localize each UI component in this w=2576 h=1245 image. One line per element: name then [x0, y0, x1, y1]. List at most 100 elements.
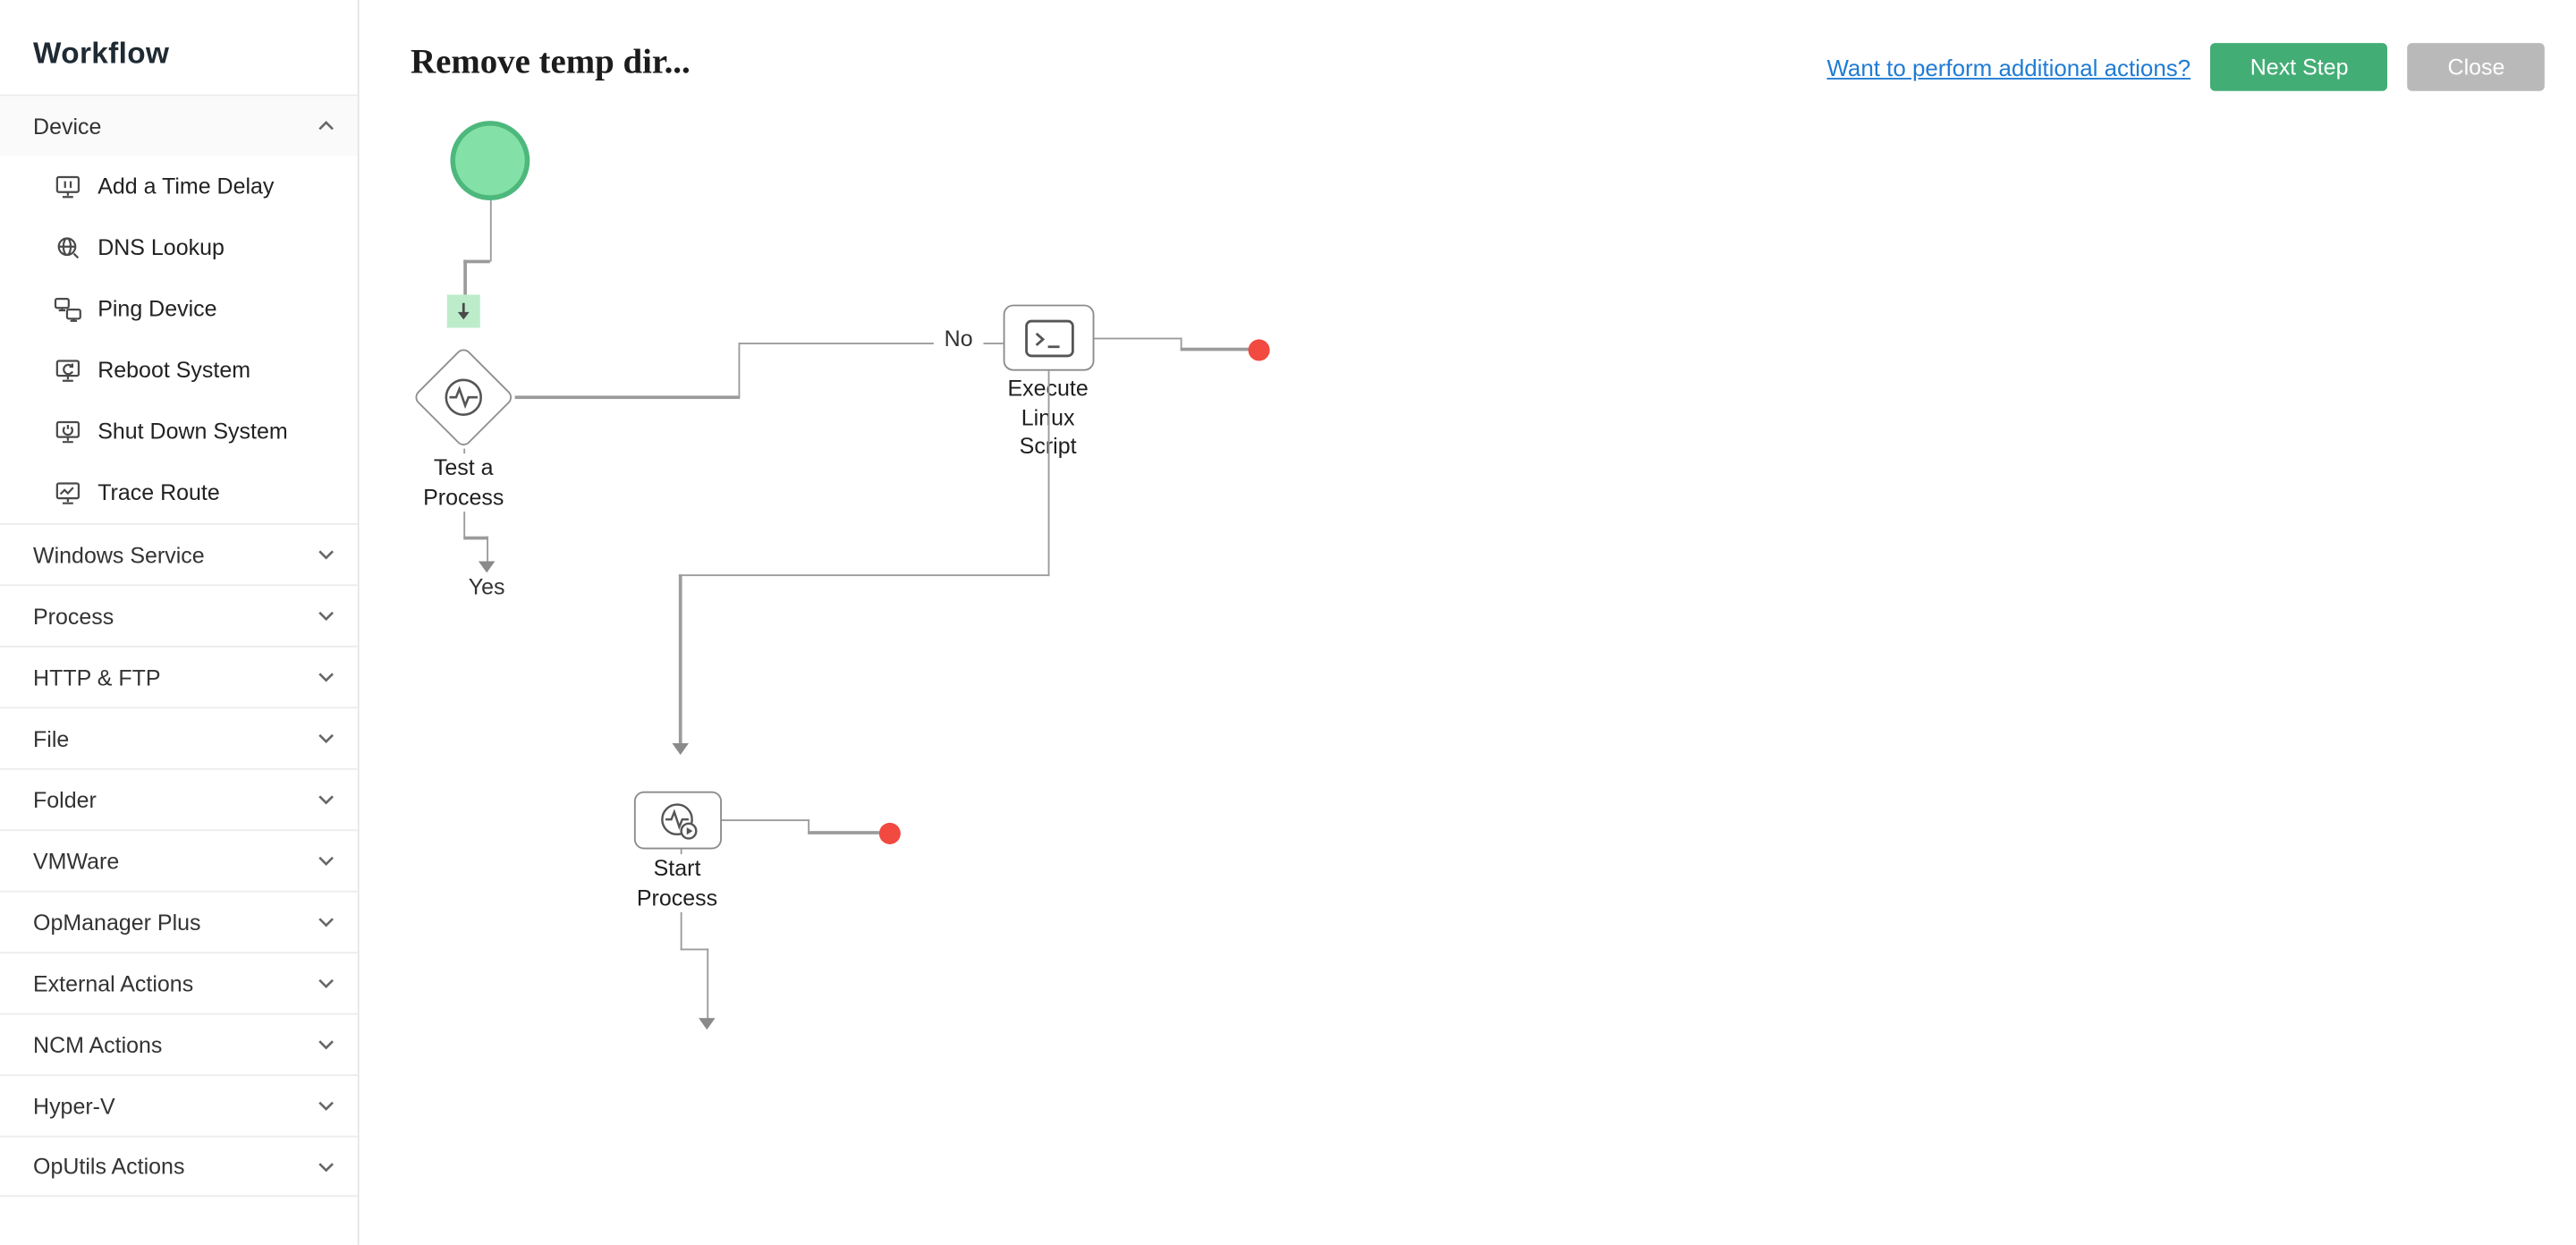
item-label: Ping Device — [97, 296, 217, 322]
connector — [678, 573, 1050, 577]
dns-lookup-icon — [53, 233, 82, 262]
item-label: DNS Lookup — [97, 234, 225, 260]
sidebar-item-ping-device[interactable]: Ping Device — [0, 278, 358, 339]
sidebar-section-hyper-v[interactable]: Hyper-V — [0, 1074, 358, 1136]
connector — [678, 573, 682, 744]
arrowhead-down-icon — [478, 561, 496, 573]
connector — [679, 947, 708, 951]
arrowhead-down-icon — [699, 1018, 716, 1030]
item-label: Trace Route — [97, 479, 220, 505]
section-label: OpManager Plus — [33, 910, 201, 935]
next-step-button[interactable]: Next Step — [2210, 43, 2388, 91]
section-label: File — [33, 725, 70, 751]
connector — [721, 818, 810, 822]
sidebar-section-opmanager-plus[interactable]: OpManager Plus — [0, 890, 358, 953]
reboot-system-icon — [53, 355, 82, 385]
item-label: Add a Time Delay — [97, 174, 275, 199]
shutdown-system-icon — [53, 417, 82, 446]
process-monitor-icon — [442, 376, 485, 419]
node-execute-linux-script[interactable] — [1003, 304, 1095, 371]
workflow-name: Remove temp dir... — [411, 41, 691, 81]
branch-label-no: No — [933, 326, 984, 351]
drop-target-indicator — [446, 294, 480, 328]
chevron-down-icon — [318, 733, 335, 744]
connector — [514, 395, 739, 399]
sidebar-item-trace-route[interactable]: Trace Route — [0, 462, 358, 522]
sidebar: Workflow Device Add a Time Delay DNS Loo… — [0, 0, 360, 1245]
chevron-down-icon — [318, 978, 335, 988]
chevron-down-icon — [318, 611, 335, 622]
section-label: OpUtils Actions — [33, 1154, 185, 1179]
chevron-down-icon — [318, 672, 335, 682]
node-start-process[interactable] — [633, 791, 722, 850]
sidebar-section-folder[interactable]: Folder — [0, 767, 358, 830]
chevron-down-icon — [318, 1101, 335, 1111]
trace-route-icon — [53, 478, 82, 507]
connector — [1179, 347, 1250, 351]
section-label: HTTP & FTP — [33, 665, 161, 690]
chevron-down-icon — [318, 856, 335, 867]
chevron-up-icon — [318, 121, 335, 131]
chevron-down-icon — [318, 549, 335, 560]
sidebar-item-dns-lookup[interactable]: DNS Lookup — [0, 216, 358, 277]
sidebar-title: Workflow — [33, 36, 170, 70]
connector — [1179, 336, 1182, 351]
connector — [807, 831, 878, 834]
connector — [1094, 336, 1182, 340]
chevron-down-icon — [318, 1161, 335, 1172]
section-label: Windows Service — [33, 542, 205, 567]
section-label: NCM Actions — [33, 1032, 163, 1057]
connector — [737, 342, 1003, 344]
arrowhead-down-icon — [671, 743, 689, 756]
sidebar-section-ncm-actions[interactable]: NCM Actions — [0, 1012, 358, 1075]
sidebar-section-vmware[interactable]: VMWare — [0, 829, 358, 891]
additional-actions-link[interactable]: Want to perform additional actions? — [1826, 54, 2191, 80]
close-button[interactable]: Close — [2408, 43, 2545, 91]
connector — [1046, 370, 1050, 577]
sidebar-item-reboot-system[interactable]: Reboot System — [0, 339, 358, 400]
workflow-canvas: Test a Process Yes No Execute Linux Scri… — [360, 0, 2576, 1245]
sidebar-section-process[interactable]: Process — [0, 584, 358, 646]
connector — [807, 818, 810, 834]
item-label: Reboot System — [97, 357, 251, 383]
header-actions: Want to perform additional actions? Next… — [1826, 43, 2545, 91]
connector — [463, 259, 467, 295]
section-label: Folder — [33, 787, 97, 812]
connector — [488, 199, 492, 262]
sidebar-item-shut-down-system[interactable]: Shut Down System — [0, 401, 358, 462]
ping-device-icon — [53, 294, 82, 324]
node-label: Start Process — [619, 854, 735, 912]
section-label: Hyper-V — [33, 1093, 115, 1119]
workflow-canvas-area: Remove temp dir... Want to perform addit… — [359, 0, 2576, 1245]
section-label: Process — [33, 603, 114, 629]
connector — [486, 536, 489, 563]
endpoint-marker[interactable] — [1247, 338, 1269, 360]
connector — [463, 259, 490, 263]
node-label: Test a Process — [397, 453, 530, 512]
chevron-down-icon — [318, 1039, 335, 1050]
connector — [462, 536, 488, 539]
terminal-icon — [1024, 318, 1074, 357]
sidebar-section-oputils-actions[interactable]: OpUtils Actions — [0, 1135, 358, 1198]
section-label: Device — [33, 113, 102, 139]
chevron-down-icon — [318, 917, 335, 927]
branch-label-yes: Yes — [462, 574, 512, 600]
insert-arrow-icon — [453, 301, 473, 321]
item-label: Shut Down System — [97, 419, 288, 445]
sidebar-section-http-ftp[interactable]: HTTP & FTP — [0, 645, 358, 707]
sidebar-item-add-time-delay[interactable]: Add a Time Delay — [0, 156, 358, 216]
sidebar-section-device[interactable]: Device — [0, 94, 358, 156]
section-label: VMWare — [33, 848, 120, 874]
chevron-down-icon — [318, 794, 335, 805]
start-node[interactable] — [450, 121, 530, 200]
endpoint-marker[interactable] — [877, 821, 900, 844]
sidebar-section-windows-service[interactable]: Windows Service — [0, 522, 358, 585]
connector — [706, 947, 709, 1020]
sidebar-section-file[interactable]: File — [0, 707, 358, 768]
connector — [737, 342, 741, 399]
sidebar-section-external-actions[interactable]: External Actions — [0, 952, 358, 1013]
device-items: Add a Time Delay DNS Lookup Ping Device … — [0, 156, 358, 523]
section-label: External Actions — [33, 970, 194, 996]
time-delay-icon — [53, 172, 82, 201]
